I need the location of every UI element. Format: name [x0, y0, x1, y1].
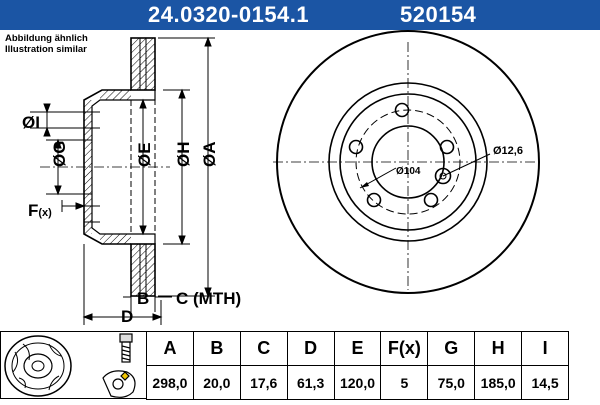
- locator-hole: [434, 167, 452, 185]
- spec-value-D: 61,3: [286, 365, 335, 400]
- label-H: ØH: [174, 142, 193, 168]
- label-F: F(x): [28, 201, 52, 220]
- spec-header-C: C: [239, 331, 288, 366]
- wheel-hub-icon: [102, 370, 136, 398]
- illustration-note: Abbildung ähnlich Illustration similar: [5, 33, 88, 55]
- spec-header-F: F(x): [380, 331, 429, 366]
- bolt-hole: [423, 192, 439, 208]
- spec-header-D: D: [286, 331, 335, 366]
- spec-header-row: A B C D E F(x) G H I: [146, 331, 570, 366]
- bolt-hole: [348, 139, 364, 155]
- spec-value-I: 14,5: [521, 365, 570, 400]
- spec-value-H: 185,0: [474, 365, 523, 400]
- spec-header-I: I: [521, 331, 570, 366]
- friction-ring-top: [130, 37, 156, 91]
- spec-header-A: A: [146, 331, 194, 366]
- bolt-hole: [439, 139, 455, 155]
- thumbnail-panel: [0, 331, 146, 399]
- bolt-hole: [394, 102, 410, 118]
- spec-header-G: G: [427, 331, 476, 366]
- label-G: ØG: [50, 141, 69, 167]
- friction-inner-edge: [328, 82, 488, 242]
- spec-header-E: E: [333, 331, 382, 366]
- spec-value-row: 298,0 20,0 17,6 61,3 120,0 5 75,0 185,0 …: [146, 365, 570, 400]
- label-B: B: [137, 289, 149, 308]
- technical-drawing: ØI ØG ØE ØH ØA F(x) B C (MTH) D Ø12,6 Ø1…: [22, 30, 543, 326]
- brake-disc-thumbnail-icon: [4, 335, 72, 397]
- note-line-de: Abbildung ähnlich: [5, 33, 88, 44]
- centre-bore: [371, 125, 445, 199]
- label-C: C (MTH): [176, 289, 241, 308]
- disc-outer-edge: [276, 30, 540, 294]
- bolt-hole: [366, 192, 382, 208]
- alt-part-number: 520154: [400, 2, 477, 27]
- dimension-labels: ØI ØG ØE ØH ØA F(x) B C (MTH) D: [22, 113, 241, 326]
- label-D: D: [121, 307, 133, 326]
- label-E: ØE: [135, 142, 154, 167]
- spec-value-E: 120,0: [333, 365, 382, 400]
- label-pcd: Ø104: [396, 166, 421, 177]
- hat-outer-edge: [339, 93, 477, 231]
- spec-value-A: 298,0: [146, 365, 194, 400]
- label-I: ØI: [22, 113, 40, 132]
- header-bar: 24.0320-0154.1 520154: [0, 0, 600, 30]
- part-number: 24.0320-0154.1: [148, 2, 310, 27]
- spec-value-B: 20,0: [192, 365, 241, 400]
- spec-value-C: 17,6: [239, 365, 288, 400]
- cross-section-view: [40, 37, 170, 297]
- spec-header-B: B: [192, 331, 241, 366]
- label-bolt-hole-diameter: Ø12,6: [493, 145, 523, 157]
- spec-table: A B C D E F(x) G H I 298,0 20,0 17,6 61,…: [146, 331, 570, 400]
- front-view: [273, 30, 543, 294]
- label-A: ØA: [200, 142, 219, 168]
- wheel-bolt-icon: [119, 333, 133, 363]
- dimension-lines: [30, 36, 215, 325]
- note-line-en: Illustration similar: [5, 44, 87, 55]
- spec-header-H: H: [474, 331, 523, 366]
- spec-value-F: 5: [380, 365, 429, 400]
- spec-value-G: 75,0: [427, 365, 476, 400]
- friction-ring-bottom: [130, 243, 156, 297]
